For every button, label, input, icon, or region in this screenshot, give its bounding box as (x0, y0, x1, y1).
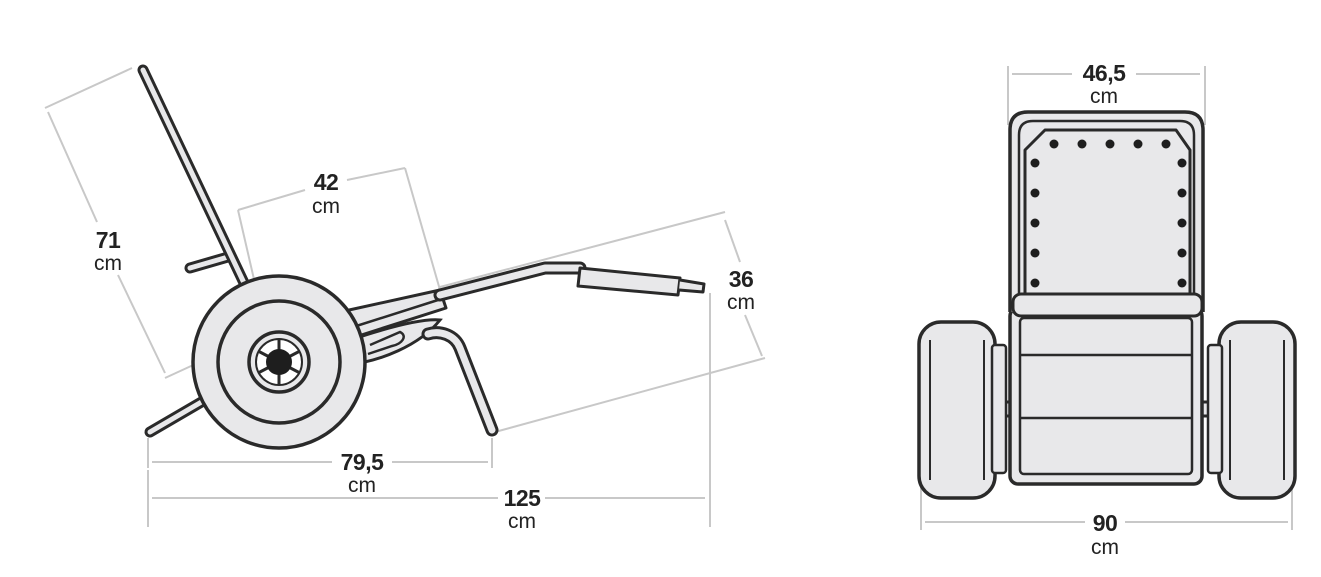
side-wheel (191, 274, 367, 450)
dimension-value-42: 42 (314, 169, 339, 195)
side-view: 71 cm 42 cm 36 cm 79,5 cm 125 cm (44, 64, 766, 533)
dimension-unit-90: cm (1091, 536, 1119, 559)
dimension-lines-90 (920, 486, 1293, 530)
dimension-lines-125 (147, 293, 711, 527)
front-right-wheel (1206, 320, 1297, 500)
dimension-value-125: 125 (504, 485, 542, 511)
handle-grip (576, 266, 682, 297)
dimension-unit-36: cm (727, 291, 755, 314)
dimension-unit-79-5: cm (348, 474, 376, 497)
dimension-unit-46-5: cm (1090, 85, 1118, 108)
dimension-unit-125: cm (508, 510, 536, 533)
dimension-unit-71: cm (94, 252, 122, 275)
dimension-value-90: 90 (1093, 510, 1118, 536)
seat-front-bar (1011, 292, 1204, 318)
dimension-lines-36 (439, 211, 766, 433)
front-view: 46,5 cm 90 cm (917, 60, 1297, 559)
rivets (1030, 139, 1187, 288)
dimension-value-79-5: 79,5 (341, 449, 384, 475)
seat-fabric (1023, 128, 1192, 302)
dimension-lines-46-5 (1007, 66, 1206, 125)
dimension-value-36: 36 (729, 266, 754, 292)
front-left-wheel (917, 320, 1008, 500)
dimension-lines-79-5 (147, 438, 493, 468)
dimension-value-71: 71 (96, 227, 121, 253)
dimension-value-46-5: 46,5 (1083, 60, 1126, 86)
dimension-unit-42: cm (312, 195, 340, 218)
